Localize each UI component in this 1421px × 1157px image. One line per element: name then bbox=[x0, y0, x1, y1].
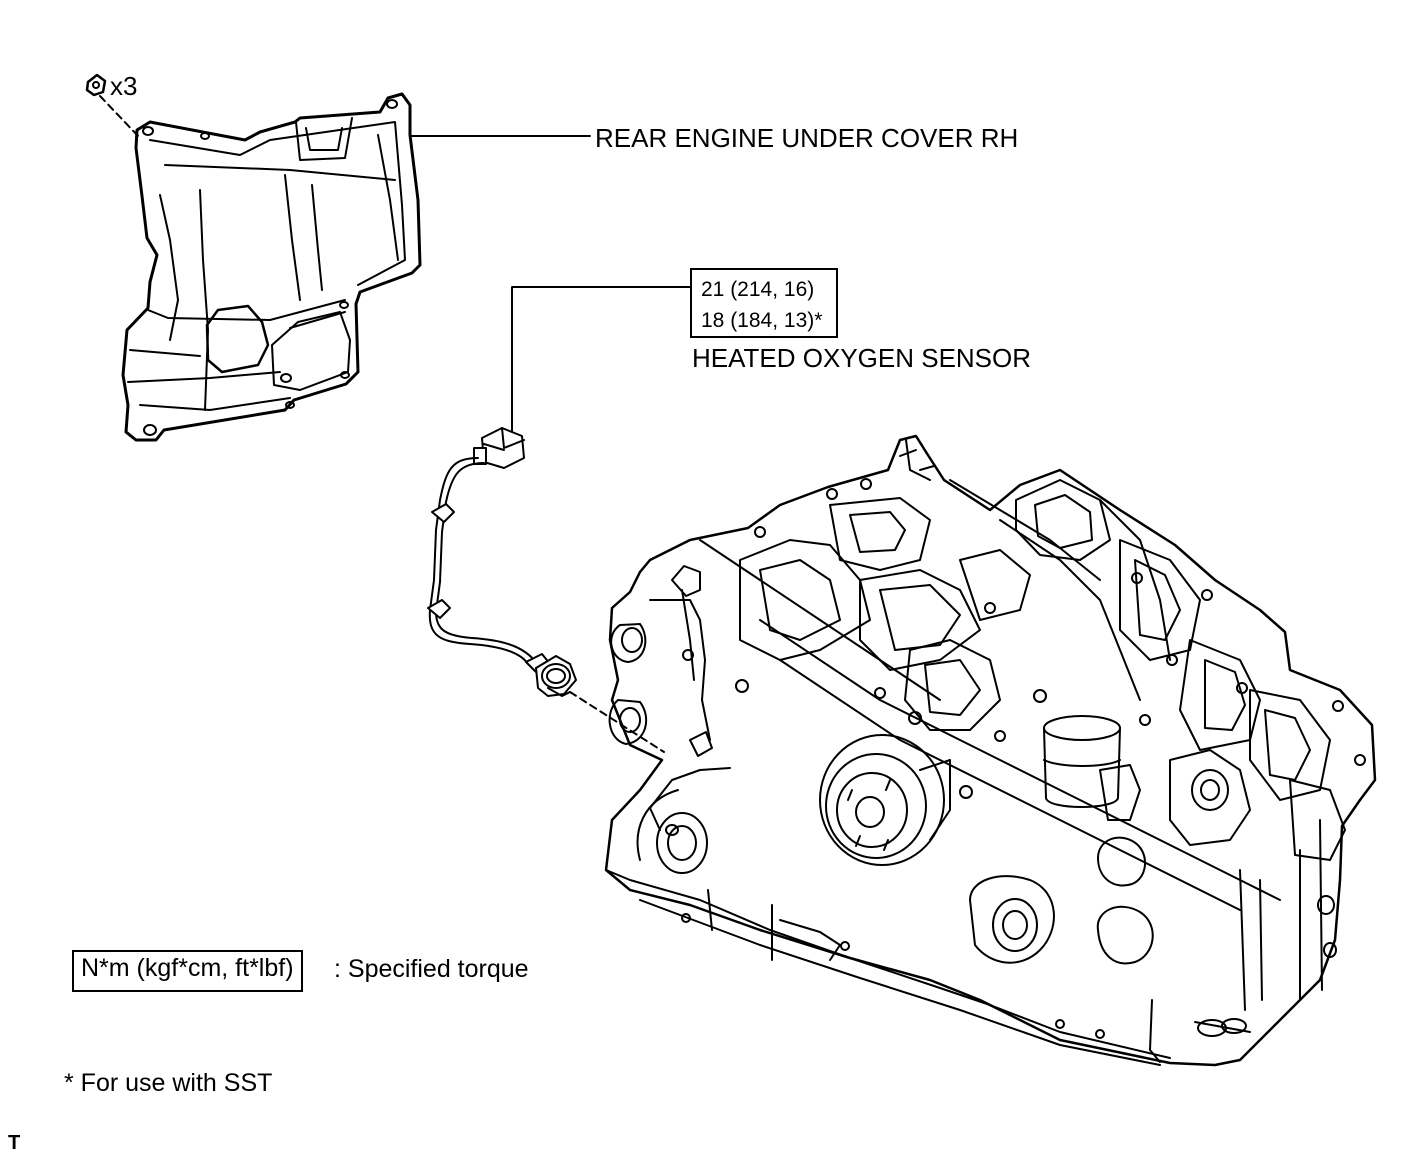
sensor-install-line bbox=[569, 691, 665, 753]
oxygen-sensor-label: HEATED OXYGEN SENSOR bbox=[692, 343, 1032, 373]
crank-pulley bbox=[819, 734, 951, 866]
torque-unit-box: N*m (kgf*cm, ft*lbf) bbox=[72, 950, 303, 992]
engine-assembly bbox=[604, 434, 1377, 1067]
sst-footnote: * For use with SST bbox=[64, 1069, 273, 1097]
under-cover-part bbox=[121, 92, 422, 442]
oil-filter bbox=[1043, 715, 1121, 808]
bolt-quantity: x3 bbox=[110, 71, 138, 101]
corner-mark: T bbox=[8, 1132, 21, 1154]
torque-spec-line-1: 21 (214, 16) bbox=[701, 278, 815, 301]
oxygen-sensor-part bbox=[427, 427, 577, 697]
under-cover-label: REAR ENGINE UNDER COVER RH bbox=[595, 123, 1019, 153]
torque-unit-description: : Specified torque bbox=[334, 955, 529, 983]
torque-leader-line bbox=[511, 286, 691, 433]
bolt-leader-line bbox=[99, 95, 141, 139]
bolt-icon bbox=[85, 73, 107, 97]
torque-spec-line-2: 18 (184, 13)* bbox=[701, 309, 823, 332]
torque-spec-box: 21 (214, 16) 18 (184, 13)* bbox=[690, 268, 838, 338]
